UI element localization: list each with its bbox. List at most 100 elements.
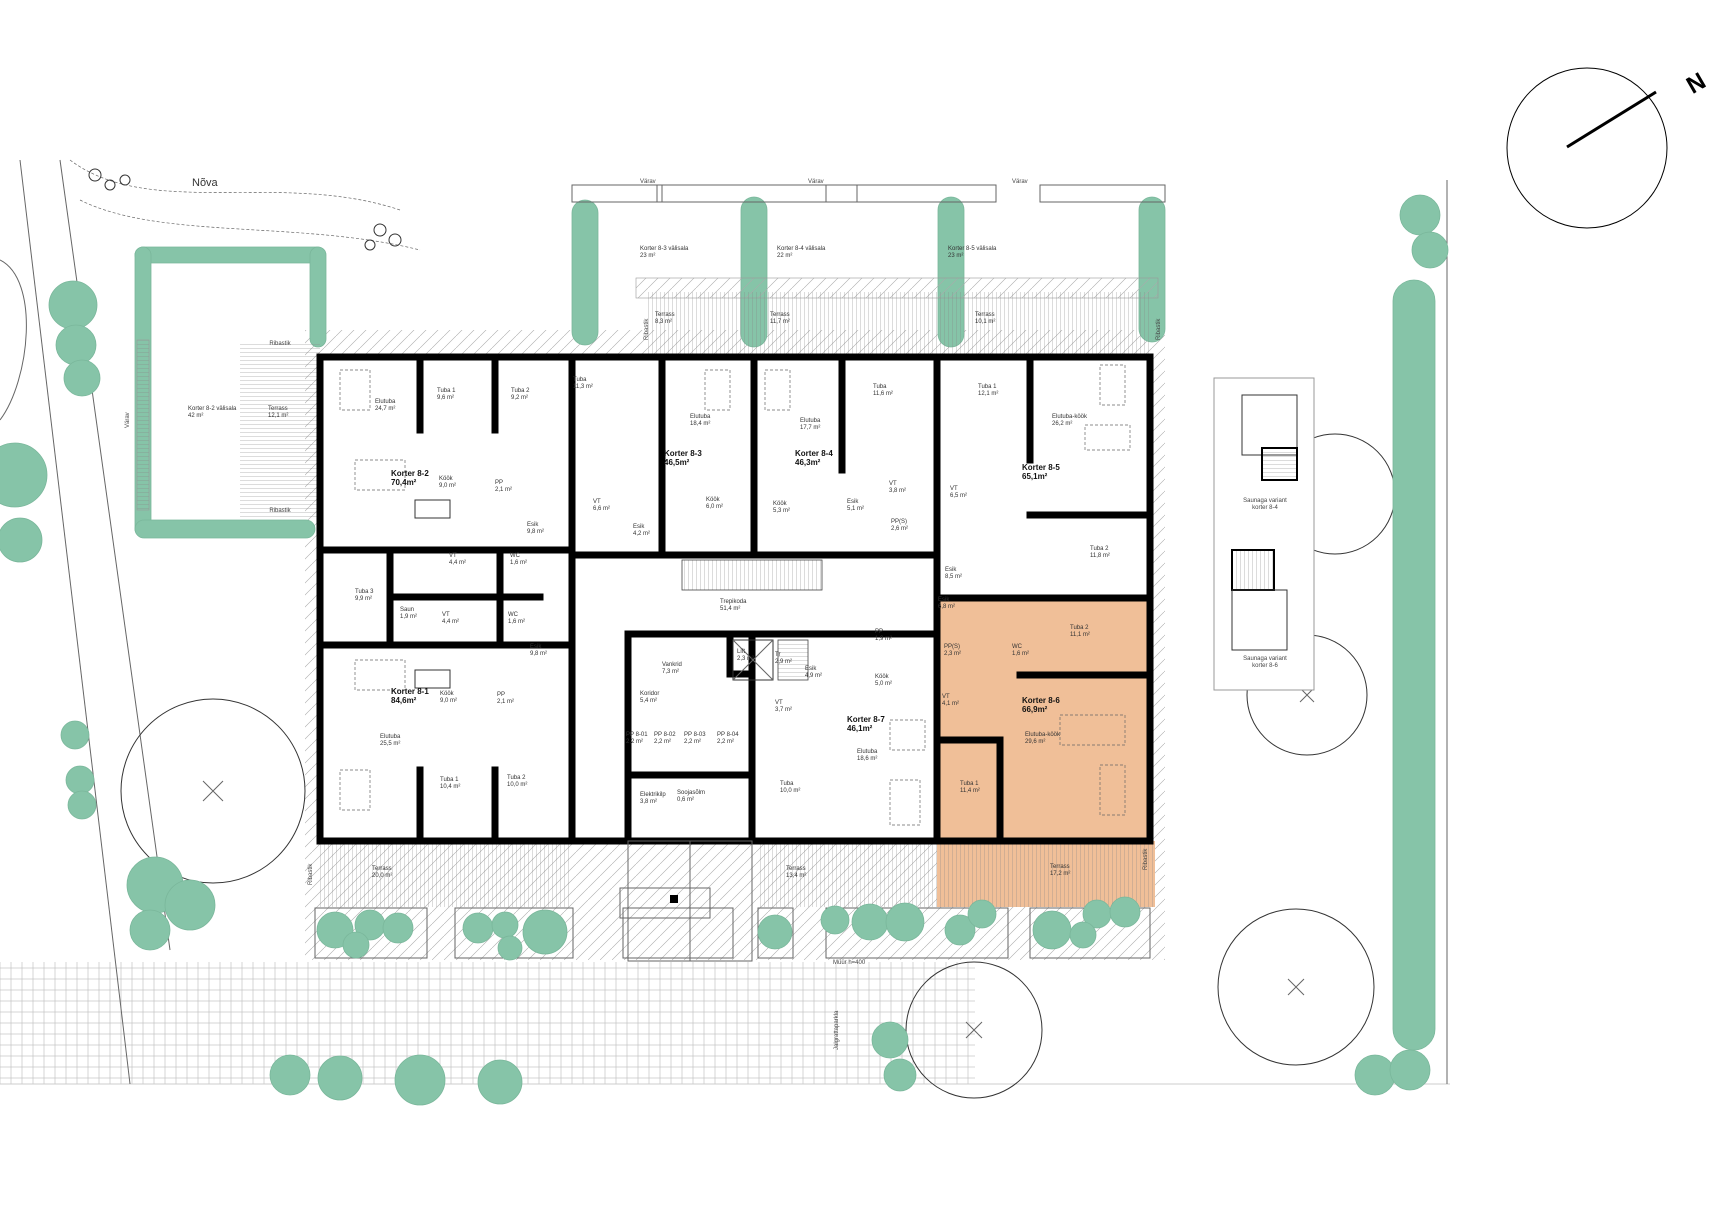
room-area: 9,8 m² — [530, 651, 547, 657]
stone-garden — [69, 159, 421, 251]
room-name: Korter 8-3 välisala — [640, 246, 689, 252]
room-name: Köök — [706, 497, 721, 503]
room-name: Esik — [527, 522, 539, 528]
room-area: 1,6 m² — [508, 619, 525, 625]
room-name: PP — [497, 692, 505, 698]
sauna-variant-label: Saunaga variant — [1243, 498, 1287, 504]
room-area: 10,4 m² — [440, 784, 460, 790]
room-name: Terrass — [655, 312, 675, 318]
room-area: 51,4 m² — [720, 606, 740, 612]
sauna-variant-label: korter 8-6 — [1252, 663, 1278, 669]
room-name: Koridor — [640, 691, 659, 697]
room-area: 2,9 m² — [775, 659, 792, 665]
room-area: 2,6 m² — [891, 526, 908, 532]
room-area: 5,4 m² — [640, 698, 657, 704]
room-area: 11,8 m² — [1090, 553, 1110, 559]
room-name: VT — [889, 481, 897, 487]
entrance — [627, 840, 753, 962]
sauna-variant-panel — [1213, 377, 1315, 691]
top-planters — [571, 184, 1166, 203]
terraces — [240, 277, 1159, 907]
room-area: 4,1 m² — [942, 701, 959, 707]
room-area: 5,1 m² — [847, 506, 864, 512]
room-name: Esik — [945, 567, 957, 573]
apartment-name: Korter 8-5 — [1022, 463, 1060, 472]
room-area: 8,5 m² — [945, 574, 962, 580]
apartment-name: Korter 8-7 — [847, 715, 885, 724]
room-name: Terrass — [770, 312, 790, 318]
railing-label: Ribastik — [308, 863, 314, 885]
apartment-name: Korter 8-2 — [391, 469, 429, 478]
room-name: Elutuba — [690, 414, 711, 420]
room-name: PP — [875, 629, 883, 635]
room-area: 18,4 m² — [690, 421, 710, 427]
north-label: N — [1682, 67, 1711, 99]
room-area: 3,7 m² — [775, 707, 792, 713]
room-area: 3,8 m² — [640, 799, 657, 805]
room-area: 11,3 m² — [573, 384, 593, 390]
railing-label: Ribastik — [269, 508, 291, 514]
room-name: Tuba 2 — [1070, 625, 1089, 631]
room-name: WC — [510, 553, 521, 559]
room-name: Esik — [847, 499, 859, 505]
apartment-area: 84,6m² — [391, 696, 417, 705]
apartment-area: 66,9m² — [1022, 705, 1048, 714]
gate-label: Värav — [808, 179, 824, 185]
room-area: 42 m² — [188, 413, 203, 419]
apartment-area: 70,4m² — [391, 478, 417, 487]
room-name: Tuba — [780, 781, 794, 787]
room-name: Terrass — [786, 866, 806, 872]
room-area: 6,8 m² — [938, 604, 955, 610]
room-name: Esik — [938, 597, 950, 603]
room-name: Esik — [805, 666, 817, 672]
room-name: WC — [1012, 644, 1023, 650]
room-area: 10,0 m² — [780, 788, 800, 794]
railing-label: Ribastik — [269, 341, 291, 347]
gate-label: Värav — [125, 412, 131, 428]
room-name: Tuba — [873, 384, 887, 390]
room-area: 24,7 m² — [375, 406, 395, 412]
railing-label: Ribastik — [1156, 318, 1162, 340]
apartment-area: 46,5m² — [664, 458, 690, 467]
room-name: Elutuba — [800, 418, 821, 424]
room-area: 13,4 m² — [786, 873, 806, 879]
room-area: 5,0 m² — [875, 681, 892, 687]
room-area: 22 m² — [777, 253, 792, 259]
room-name: Tuba 2 — [507, 775, 526, 781]
courtyard-hedge — [134, 246, 327, 539]
room-area: 10,0 m² — [507, 782, 527, 788]
room-name: Korter 8-2 välisala — [188, 406, 237, 412]
room-area: 1,6 m² — [1012, 651, 1029, 657]
bike-parking-label: Jalgrattaparkla — [834, 1010, 840, 1050]
apartment-name: Korter 8-1 — [391, 687, 429, 696]
room-area: 6,5 m² — [950, 493, 967, 499]
room-name: Terrass — [268, 406, 288, 412]
room-name: PP 8-04 — [717, 732, 739, 738]
room-area: 9,0 m² — [440, 698, 457, 704]
room-name: Korter 8-4 välisala — [777, 246, 826, 252]
room-name: Soojasõlm — [677, 790, 705, 796]
room-name: VT — [775, 700, 783, 706]
gate-label: Värav — [1012, 179, 1028, 185]
room-area: 9,9 m² — [355, 596, 372, 602]
apartment-name: Korter 8-6 — [1022, 696, 1060, 705]
apartment-area: 65,1m² — [1022, 472, 1048, 481]
room-area: 2,3 m² — [944, 651, 961, 657]
room-name: Esik — [530, 644, 542, 650]
room-name: WC — [508, 612, 519, 618]
room-area: 6,0 m² — [706, 504, 723, 510]
room-name: PP(S) — [944, 644, 960, 650]
room-area: 12,1 m² — [978, 391, 998, 397]
railing-label: Ribastik — [1143, 848, 1149, 870]
room-name: PP 8-03 — [684, 732, 706, 738]
room-name: PP 8-01 — [626, 732, 648, 738]
room-name: Tuba — [573, 377, 587, 383]
room-name: Esik — [633, 524, 645, 530]
room-name: VT — [442, 612, 450, 618]
room-area: 9,0 m² — [439, 483, 456, 489]
room-name: Tuba 2 — [1090, 546, 1109, 552]
hedge-column-right — [1392, 194, 1449, 1051]
apartment-name: Korter 8-4 — [795, 449, 833, 458]
